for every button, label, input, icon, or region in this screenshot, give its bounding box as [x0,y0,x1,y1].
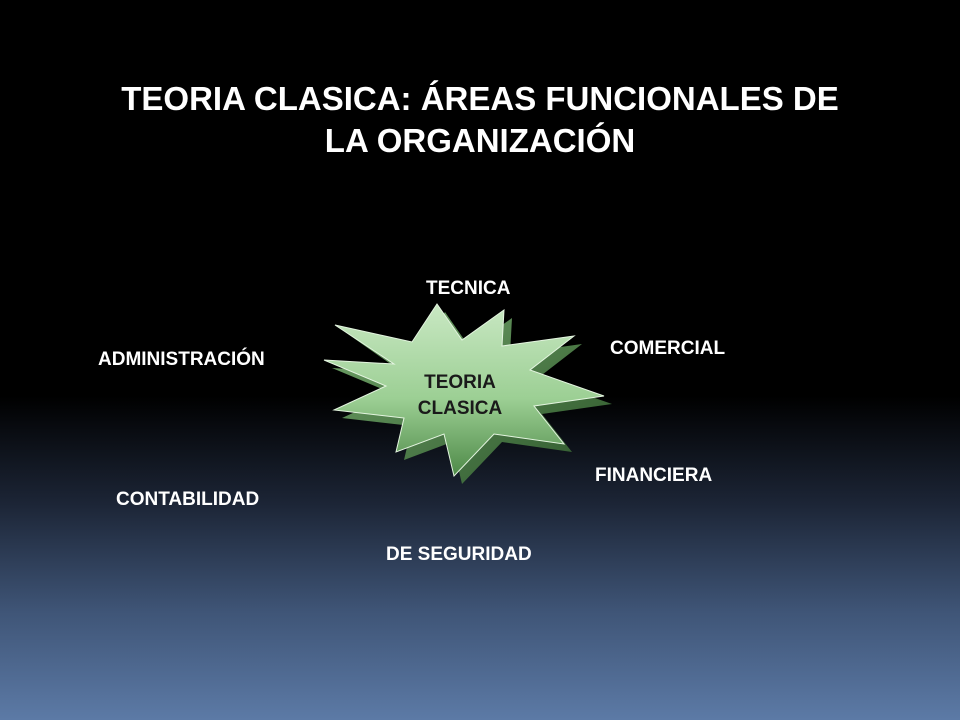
center-label-line-2: CLASICA [417,398,503,419]
area-label-contabilidad: CONTABILIDAD [116,489,260,510]
title-line-1: TEORIA CLASICA: ÁREAS FUNCIONALES DE [121,80,839,117]
area-label-seguridad: DE SEGURIDAD [386,544,532,565]
area-label-financiera: FINANCIERA [595,465,713,486]
area-label-tecnica: TECNICA [426,278,511,299]
center-label-line-1: TEORIA [424,372,496,393]
slide-title: TEORIA CLASICA: ÁREAS FUNCIONALES DE LA … [40,78,920,162]
area-label-comercial: COMERCIAL [610,338,726,359]
center-concept-label: TEORIA CLASICA [390,370,530,422]
burst-front-face [323,303,605,478]
explosion-burst-shape [323,303,612,484]
title-line-2: LA ORGANIZACIÓN [324,122,636,159]
area-label-administracion: ADMINISTRACIÓN [98,349,265,370]
